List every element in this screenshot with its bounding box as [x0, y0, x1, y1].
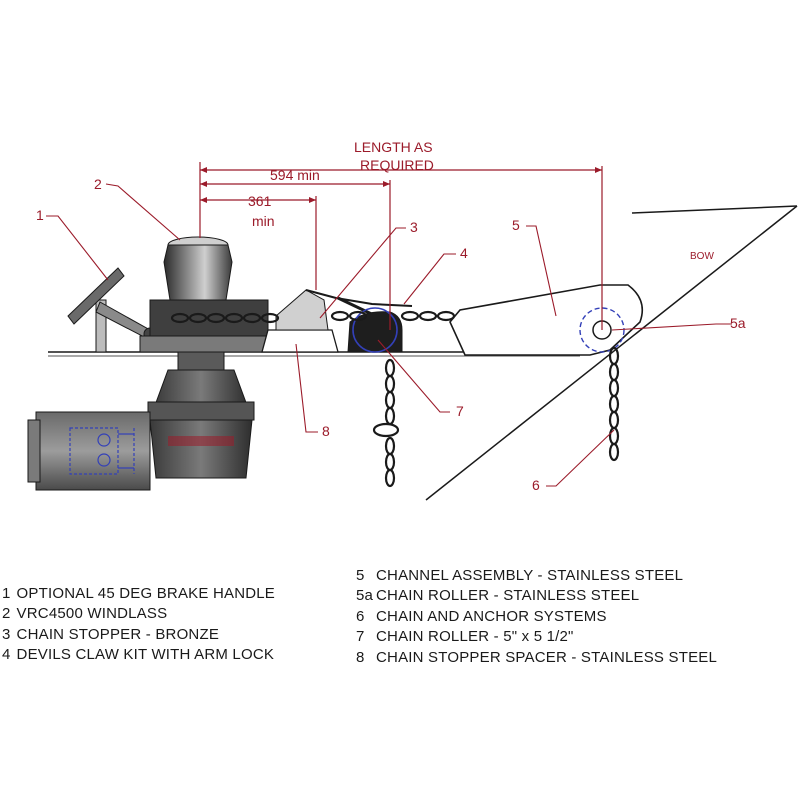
legend-number: 6 — [356, 607, 365, 625]
dim-length-label-line2: REQUIRED — [360, 157, 434, 173]
callout-2: 2 — [94, 176, 102, 192]
leader-8 — [295, 343, 318, 433]
legend-text: CHAIN STOPPER SPACER - STAINLESS STEEL — [376, 648, 718, 666]
bow-top-line — [631, 205, 798, 214]
leader-1 — [46, 215, 109, 281]
callout-1: 1 — [36, 207, 44, 223]
callout-4: 4 — [460, 245, 468, 261]
chain-down-bow — [608, 346, 620, 462]
legend-item-5: 5 CHANNEL ASSEMBLY - STAINLESS STEEL — [356, 566, 717, 586]
windlass-shaft — [177, 351, 225, 371]
dimension-arrows — [200, 167, 602, 203]
callout-7: 7 — [456, 403, 464, 419]
legend-number: 4 — [2, 646, 11, 664]
callout-5: 5 — [512, 217, 520, 233]
leader-5a — [611, 323, 732, 331]
brake-handle-wheel — [67, 267, 125, 325]
legend-number: 3 — [2, 625, 11, 643]
legend-text: CHANNEL ASSEMBLY - STAINLESS STEEL — [376, 567, 684, 584]
callout-3: 3 — [410, 219, 418, 235]
dimension-lines — [199, 162, 603, 330]
legend-text: CHAIN ROLLER - STAINLESS STEEL — [376, 587, 640, 605]
legend-number: 7 — [356, 628, 365, 646]
chain-roller-5a-hidden — [579, 307, 625, 353]
legend-item-1: 1 OPTIONAL 45 DEG BRAKE HANDLE — [2, 584, 275, 604]
motor-assembly — [27, 369, 255, 491]
windlass-gypsy-drum — [163, 244, 233, 301]
callout-6: 6 — [532, 477, 540, 493]
legend-number: 1 — [2, 585, 11, 602]
motor-hidden-detail — [69, 427, 135, 475]
gearbox-nameplate — [168, 436, 234, 446]
chain-roller-hidden — [352, 307, 398, 353]
callout-5a: 5a — [730, 315, 746, 331]
legend-text: CHAIN AND ANCHOR SYSTEMS — [376, 607, 607, 625]
chain-horizontal — [170, 310, 456, 324]
leader-3 — [319, 227, 406, 319]
leader-5 — [526, 225, 557, 317]
legend-left: 1 OPTIONAL 45 DEG BRAKE HANDLE 2 VRC4500 W… — [2, 584, 275, 666]
legend-text: CHAIN ROLLER - 5" x 5 1/2" — [376, 628, 574, 646]
bow-stem-line — [425, 205, 798, 501]
legend-number: 2 — [2, 605, 11, 623]
chain-stopper-spacer — [261, 329, 339, 353]
legend-text: OPTIONAL 45 DEG BRAKE HANDLE — [16, 585, 276, 602]
leader-6 — [546, 429, 615, 487]
devils-claw-arm — [305, 289, 413, 307]
leader-2 — [105, 183, 181, 241]
legend-item-7: 7 CHAIN ROLLER - 5" x 5 1/2" — [356, 627, 717, 647]
dim-length-label-line1: LENGTH AS — [354, 139, 433, 155]
gearbox-housing — [149, 419, 253, 479]
dim-361-label-line1: 361 — [248, 193, 272, 209]
motor-end-cap — [27, 419, 41, 483]
leader-4 — [403, 253, 456, 305]
legend-item-6: 6 CHAIN AND ANCHOR SYSTEMS — [356, 607, 717, 627]
legend-number: 8 — [356, 648, 365, 666]
legend-item-3: 3 CHAIN STOPPER - BRONZE — [2, 625, 275, 645]
legend-item-4: 4 DEVILS CLAW KIT WITH ARM LOCK — [2, 645, 275, 665]
windlass — [139, 236, 275, 371]
channel-assembly — [449, 284, 644, 356]
legend-item-8: 8 CHAIN STOPPER SPACER - STAINLESS STEEL — [356, 648, 717, 668]
motor-body — [35, 411, 151, 491]
bow-label: BOW — [690, 251, 714, 262]
legend-item-2: 2 VRC4500 WINDLASS — [2, 604, 275, 624]
gearbox-flange — [147, 401, 255, 421]
legend-number: 5 — [356, 567, 365, 584]
leader-7 — [377, 339, 450, 413]
chain-stopper — [275, 289, 329, 331]
dim-594-label: 594 min — [270, 167, 320, 183]
legend-text: DEVILS CLAW KIT WITH ARM LOCK — [16, 646, 275, 664]
callout-leaders — [46, 183, 732, 487]
callout-8: 8 — [322, 423, 330, 439]
legend-text: VRC4500 WINDLASS — [16, 605, 168, 623]
brake-handle-base — [95, 299, 107, 353]
chain-down-locker — [372, 358, 400, 488]
dim-361-label-line2: min — [252, 213, 275, 229]
legend-number: 5a — [356, 587, 374, 605]
windlass-base-foot — [139, 335, 275, 353]
legend-text: CHAIN STOPPER - BRONZE — [16, 625, 220, 643]
